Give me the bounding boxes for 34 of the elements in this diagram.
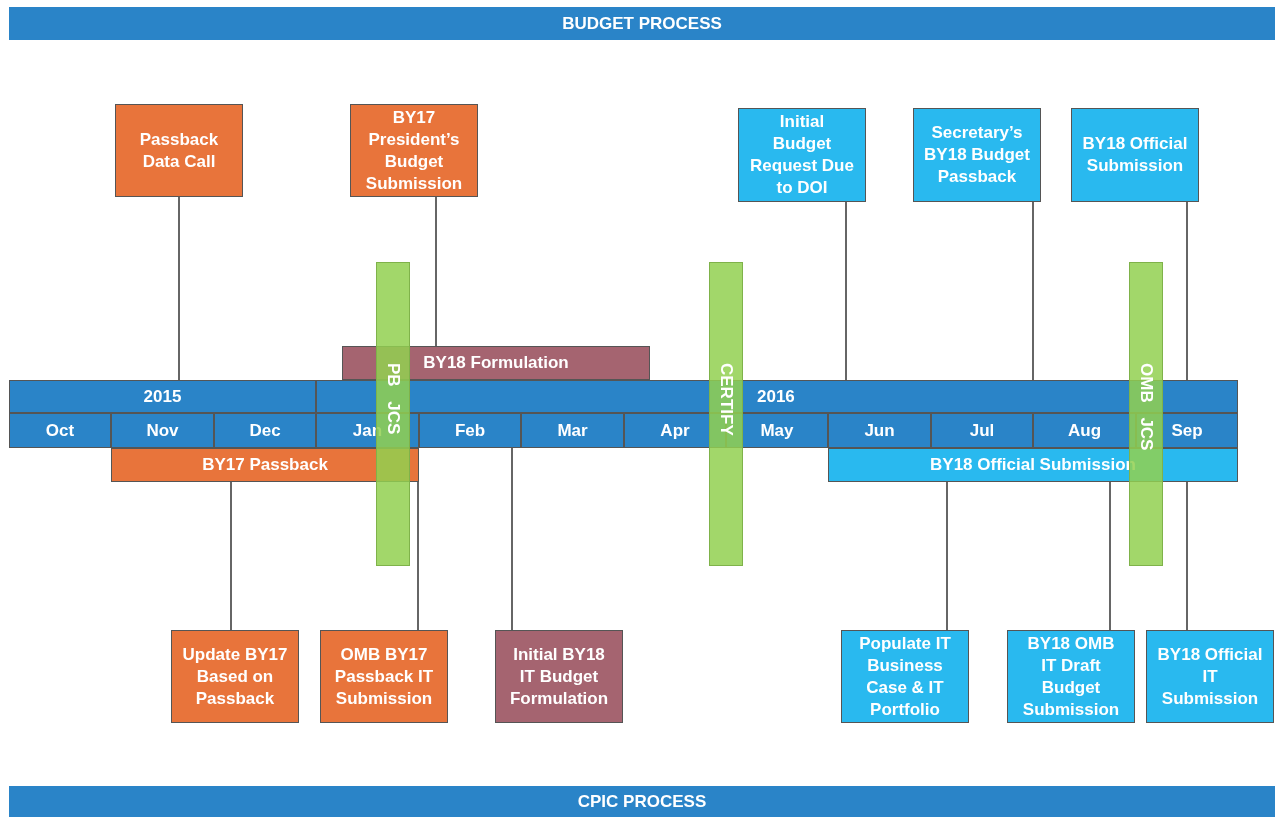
- title-bar: BUDGET PROCESS: [9, 7, 1275, 40]
- month-cell: Dec: [214, 413, 316, 448]
- callout-box: BY17 President’s Budget Submission: [350, 104, 478, 197]
- month-cell: Oct: [9, 413, 111, 448]
- callout-box: BY18 Official Submission: [1071, 108, 1199, 202]
- month-cell: Feb: [419, 413, 521, 448]
- callout-box: OMB BY17 Passback IT Submission: [320, 630, 448, 723]
- leader-line: [178, 196, 180, 381]
- callout-box: Secretary’s BY18 Budget Passback: [913, 108, 1041, 202]
- callout-box: Initial Budget Request Due to DOI: [738, 108, 866, 202]
- month-cell: Nov: [111, 413, 214, 448]
- month-cell: Mar: [521, 413, 624, 448]
- leader-line: [417, 481, 419, 631]
- month-cell: Jun: [828, 413, 931, 448]
- callout-box: Initial BY18 IT Budget Formulation: [495, 630, 623, 723]
- milestone-bar: CERTIFY: [709, 262, 743, 566]
- leader-line: [1186, 481, 1188, 631]
- leader-line: [1186, 201, 1188, 381]
- leader-line: [1109, 481, 1111, 631]
- title-bar: CPIC PROCESS: [9, 786, 1275, 817]
- leader-line: [946, 481, 948, 631]
- callout-box: BY18 OMB IT Draft Budget Submission: [1007, 630, 1135, 723]
- leader-line: [1032, 201, 1034, 381]
- milestone-bar: PB JCS: [376, 262, 410, 566]
- milestone-bar: OMB JCS: [1129, 262, 1163, 566]
- leader-line: [845, 201, 847, 381]
- callout-box: BY18 Official IT Submission: [1146, 630, 1274, 723]
- year-bar: 2015: [9, 380, 316, 413]
- callout-box: Populate IT Business Case & IT Portfolio: [841, 630, 969, 723]
- callout-box: Passback Data Call: [115, 104, 243, 197]
- month-cell: Jul: [931, 413, 1033, 448]
- callout-box: Update BY17 Based on Passback: [171, 630, 299, 723]
- leader-line: [230, 481, 232, 631]
- leader-line: [511, 447, 513, 631]
